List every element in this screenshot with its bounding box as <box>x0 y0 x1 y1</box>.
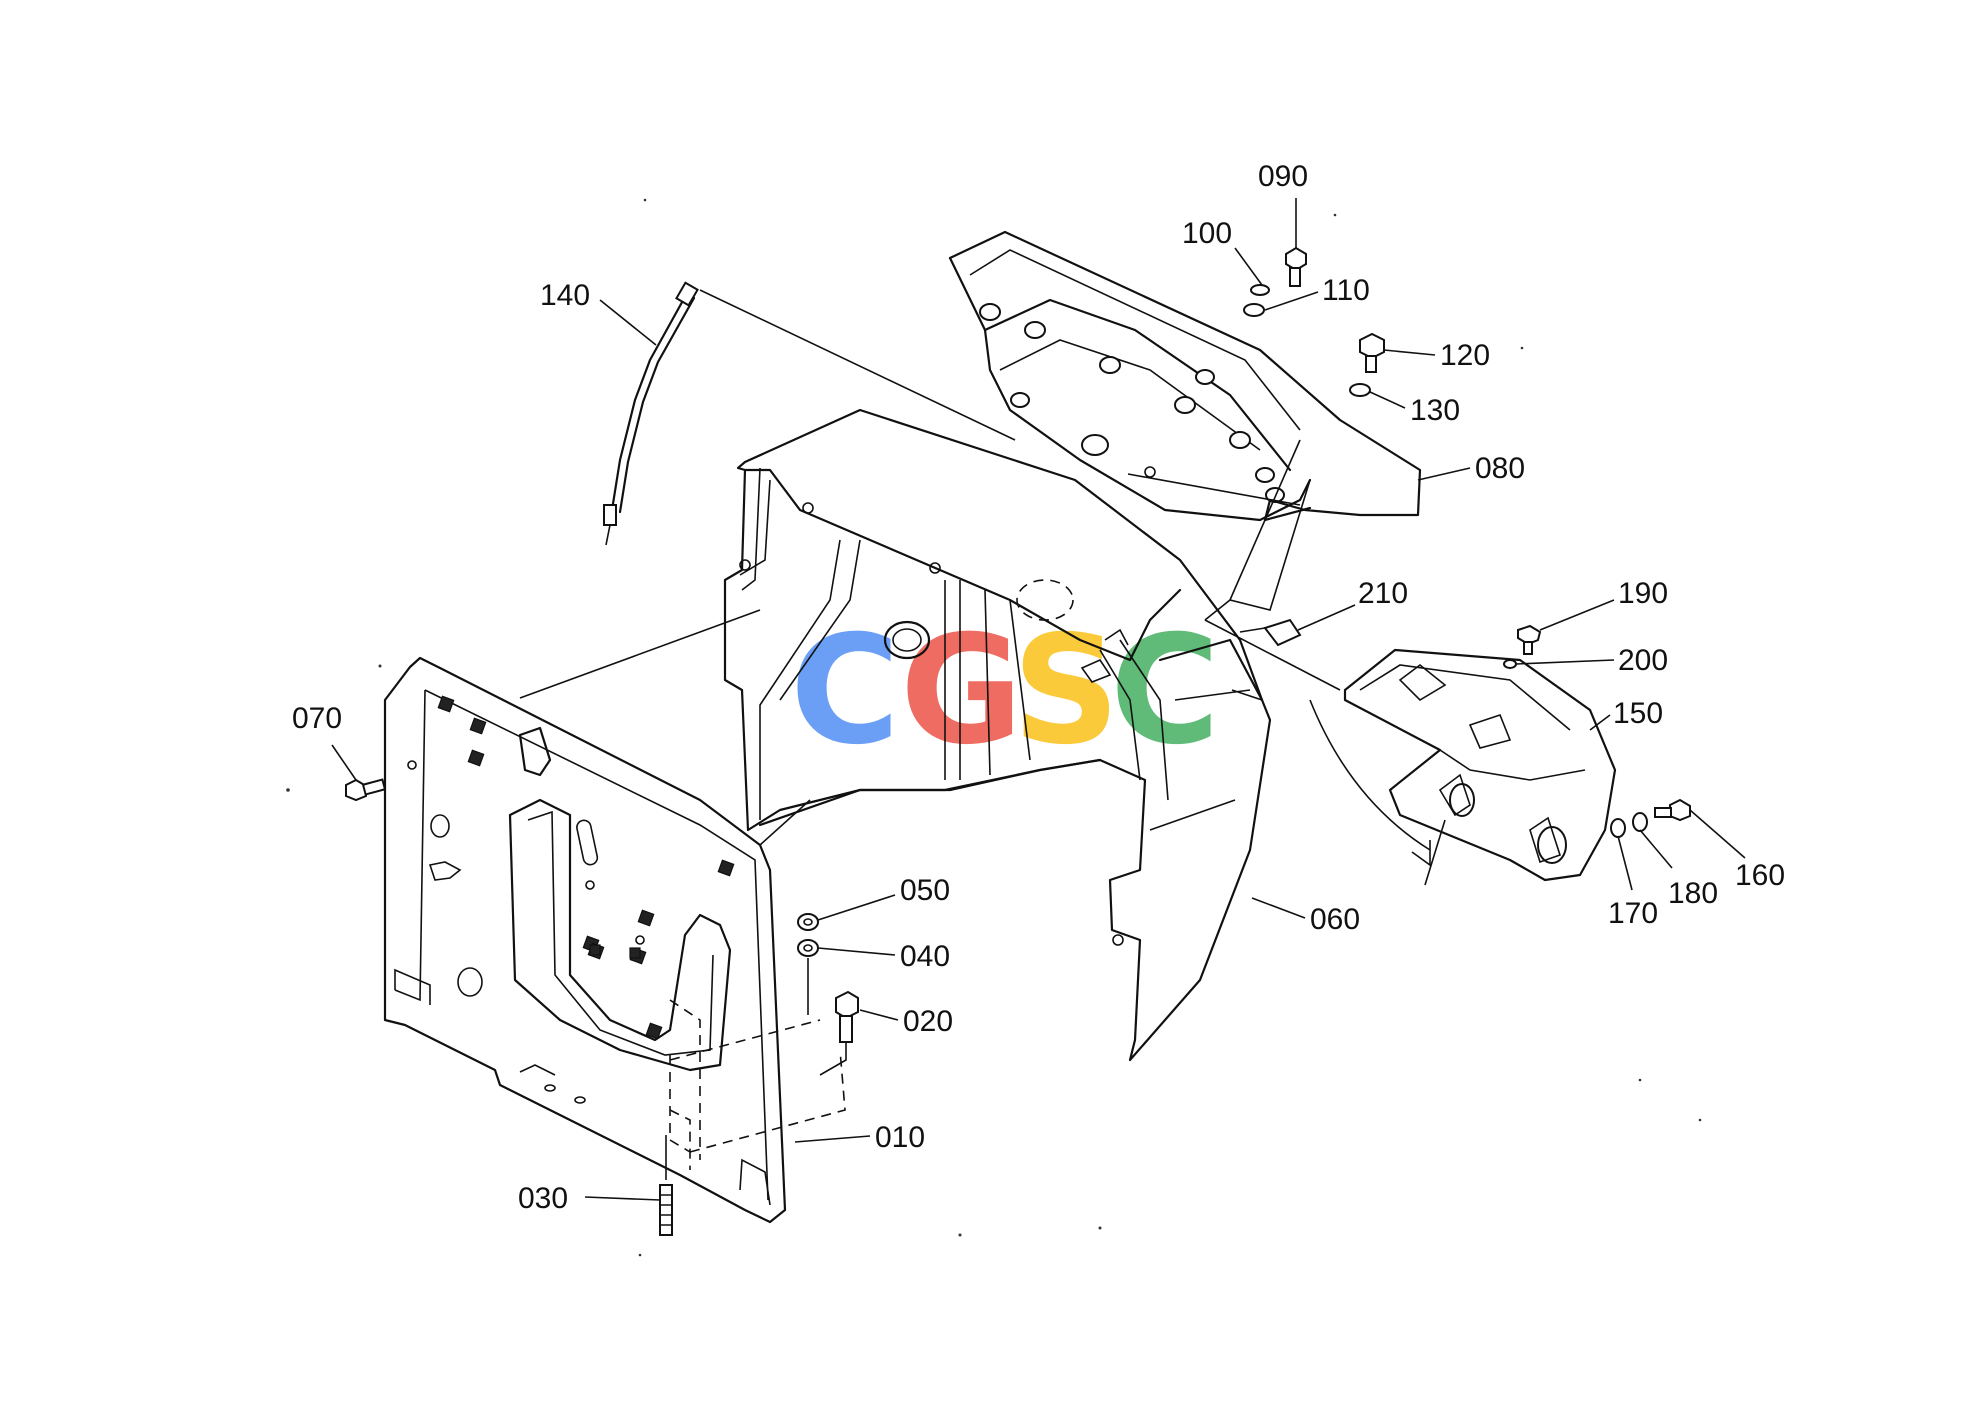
leader-040 <box>817 947 896 956</box>
leader-190 <box>1539 599 1615 631</box>
leader-130 <box>1369 391 1406 409</box>
leader-050 <box>817 894 896 921</box>
leader-010 <box>794 1135 871 1143</box>
part-label-060: 060 <box>1310 903 1360 936</box>
part-label-030: 030 <box>518 1182 568 1215</box>
part-label-130: 130 <box>1410 394 1460 427</box>
part-label-210: 210 <box>1358 577 1408 610</box>
watermark-letter-4: C <box>1110 604 1220 778</box>
leader-160 <box>1689 809 1746 859</box>
part-label-120: 120 <box>1440 339 1490 372</box>
fastener-hardware <box>345 246 1691 1236</box>
leader-080 <box>1417 467 1471 481</box>
part-label-050: 050 <box>900 874 950 907</box>
part-labels: 010 020 030 040 050 060 070 080 090 100 … <box>292 160 1785 1215</box>
leader-150 <box>1589 714 1611 731</box>
leader-lines <box>331 198 1746 1201</box>
part-label-100: 100 <box>1182 217 1232 250</box>
bottom-cover <box>1343 648 1617 882</box>
front-panel <box>383 656 846 1224</box>
scan-specks <box>286 198 1702 1257</box>
watermark-letter-2: G <box>900 604 1023 778</box>
part-label-180: 180 <box>1668 877 1718 910</box>
part-label-020: 020 <box>903 1005 953 1038</box>
part-label-110: 110 <box>1322 274 1370 307</box>
leader-100 <box>1234 247 1263 286</box>
leader-200 <box>1515 659 1615 665</box>
leader-120 <box>1383 349 1436 356</box>
watermark: C G S C <box>790 604 1220 778</box>
leader-030 <box>584 1196 661 1201</box>
leader-180 <box>1639 829 1673 869</box>
main-cowl-housing <box>723 408 1272 1062</box>
leader-060 <box>1251 897 1306 919</box>
part-label-200: 200 <box>1618 644 1668 677</box>
leader-020 <box>859 1009 899 1021</box>
leader-210 <box>1297 604 1356 631</box>
part-label-160: 160 <box>1735 859 1785 892</box>
leader-110 <box>1264 291 1319 311</box>
part-label-190: 190 <box>1618 577 1668 610</box>
part-label-140: 140 <box>540 279 590 312</box>
part-label-070: 070 <box>292 702 342 735</box>
leader-070 <box>331 744 357 781</box>
part-label-010: 010 <box>875 1121 925 1154</box>
part-label-150: 150 <box>1613 697 1663 730</box>
part-label-170: 170 <box>1608 897 1658 930</box>
watermark-letter-1: C <box>790 604 900 778</box>
leader-140 <box>599 299 657 346</box>
part-label-090: 090 <box>1258 160 1308 193</box>
instrument-panel <box>948 230 1422 621</box>
part-label-040: 040 <box>900 940 950 973</box>
leader-170 <box>1617 835 1633 891</box>
part-label-080: 080 <box>1475 452 1525 485</box>
